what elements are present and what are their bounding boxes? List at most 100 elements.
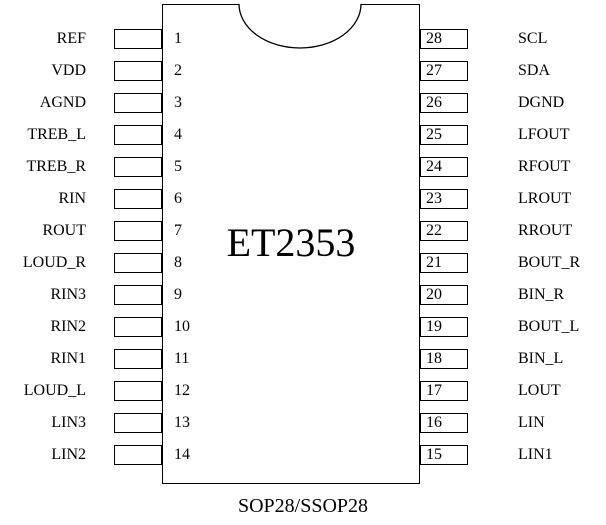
pin-label: ROUT bbox=[42, 222, 86, 239]
pin-row: VDD 2 bbox=[0, 60, 182, 82]
pin1-notch bbox=[238, 4, 362, 49]
pin-lead bbox=[420, 29, 468, 49]
pin-lead bbox=[114, 29, 162, 49]
chip-name: ET2353 bbox=[226, 220, 356, 265]
pin-number: 11 bbox=[174, 350, 190, 367]
pin-row: RIN 6 bbox=[0, 188, 182, 210]
pin-number: 10 bbox=[174, 318, 190, 335]
pin-label: LOUD_R bbox=[22, 254, 86, 271]
pin-number: 24 bbox=[426, 158, 442, 175]
pin-number: 4 bbox=[174, 126, 182, 143]
pin-label: TREB_L bbox=[27, 126, 86, 143]
pin-lead bbox=[114, 253, 162, 273]
pin-row: REF 1 bbox=[0, 28, 182, 50]
pin-number: 26 bbox=[426, 94, 442, 111]
pin-lead bbox=[114, 157, 162, 177]
pin-row: RIN1 11 bbox=[0, 348, 189, 370]
pin-label: RROUT bbox=[518, 222, 573, 239]
pin-lead bbox=[420, 93, 468, 113]
pin-label: AGND bbox=[39, 94, 86, 111]
package-label: SOP28/SSOP28 bbox=[237, 495, 369, 517]
pin-label: SCL bbox=[518, 30, 548, 47]
pin-number: 3 bbox=[174, 94, 182, 111]
pin-number: 21 bbox=[426, 254, 442, 271]
pin-label: RIN1 bbox=[50, 350, 86, 367]
pin-lead bbox=[114, 125, 162, 145]
pin-lead bbox=[420, 125, 468, 145]
pin-number: 1 bbox=[174, 30, 182, 47]
pin-lead bbox=[114, 413, 162, 433]
pin-number: 8 bbox=[174, 254, 182, 271]
pin-number: 28 bbox=[426, 30, 442, 47]
pin-lead bbox=[420, 221, 468, 241]
pin-row: RIN2 10 bbox=[0, 316, 190, 338]
pin-lead bbox=[114, 61, 162, 81]
pin-label: LIN bbox=[518, 414, 545, 431]
pin-label: LOUD_L bbox=[23, 382, 86, 399]
pin-row: TREB_L 4 bbox=[0, 124, 182, 146]
pin-lead bbox=[114, 445, 162, 465]
pin-lead bbox=[420, 61, 468, 81]
pin-label: BIN_R bbox=[518, 286, 565, 303]
pin-row: LOUD_L 12 bbox=[0, 380, 190, 402]
pin-number: 17 bbox=[426, 382, 442, 399]
pin-label: SDA bbox=[518, 62, 551, 79]
pin-row: BOUT_L 19 bbox=[420, 316, 606, 338]
pin-row: LIN2 14 bbox=[0, 444, 190, 466]
pin-number: 23 bbox=[426, 190, 442, 207]
pin-label: LIN2 bbox=[51, 446, 86, 463]
pin-label: VDD bbox=[51, 62, 86, 79]
pin-number: 25 bbox=[426, 126, 442, 143]
pin-row: BIN_L 18 bbox=[420, 348, 606, 370]
pin-row: RROUT 22 bbox=[420, 220, 606, 242]
pin-label: RIN2 bbox=[50, 318, 86, 335]
pin-label: BOUT_L bbox=[518, 318, 580, 335]
pin-lead bbox=[420, 253, 468, 273]
pin-lead bbox=[114, 189, 162, 209]
pin-label: RIN3 bbox=[50, 286, 86, 303]
pin-lead bbox=[420, 285, 468, 305]
pin-row: SCL 28 bbox=[420, 28, 606, 50]
pin-row: LOUT 17 bbox=[420, 380, 606, 402]
pin-row: BOUT_R 21 bbox=[420, 252, 606, 274]
pin-label: BIN_L bbox=[518, 350, 564, 367]
pin-number: 6 bbox=[174, 190, 182, 207]
pin-number: 14 bbox=[174, 446, 190, 463]
pin-lead bbox=[114, 349, 162, 369]
pin-row: RIN3 9 bbox=[0, 284, 182, 306]
pin-label: REF bbox=[56, 30, 86, 47]
pin-lead bbox=[114, 221, 162, 241]
pin-label: BOUT_R bbox=[518, 254, 581, 271]
pin-lead bbox=[420, 413, 468, 433]
pin-lead bbox=[420, 445, 468, 465]
pin-number: 2 bbox=[174, 62, 182, 79]
chip-body bbox=[162, 4, 420, 484]
pin-number: 5 bbox=[174, 158, 182, 175]
pin-number: 13 bbox=[174, 414, 190, 431]
pin-label: RIN bbox=[58, 190, 86, 207]
pin-number: 20 bbox=[426, 286, 442, 303]
pin-number: 19 bbox=[426, 318, 442, 335]
pin-number: 9 bbox=[174, 286, 182, 303]
pin-lead bbox=[114, 317, 162, 337]
pin-label: DGND bbox=[518, 94, 565, 111]
pin-number: 12 bbox=[174, 382, 190, 399]
pin-label: LIN3 bbox=[51, 414, 86, 431]
pin-number: 22 bbox=[426, 222, 442, 239]
pin-label: LOUT bbox=[518, 382, 561, 399]
pin-label: LROUT bbox=[518, 190, 572, 207]
pin-lead bbox=[420, 317, 468, 337]
pin-label: RFOUT bbox=[518, 158, 571, 175]
pin-number: 18 bbox=[426, 350, 442, 367]
pin-lead bbox=[420, 349, 468, 369]
pin-row: DGND 26 bbox=[420, 92, 606, 114]
pin-lead bbox=[420, 189, 468, 209]
pin-row: RFOUT 24 bbox=[420, 156, 606, 178]
